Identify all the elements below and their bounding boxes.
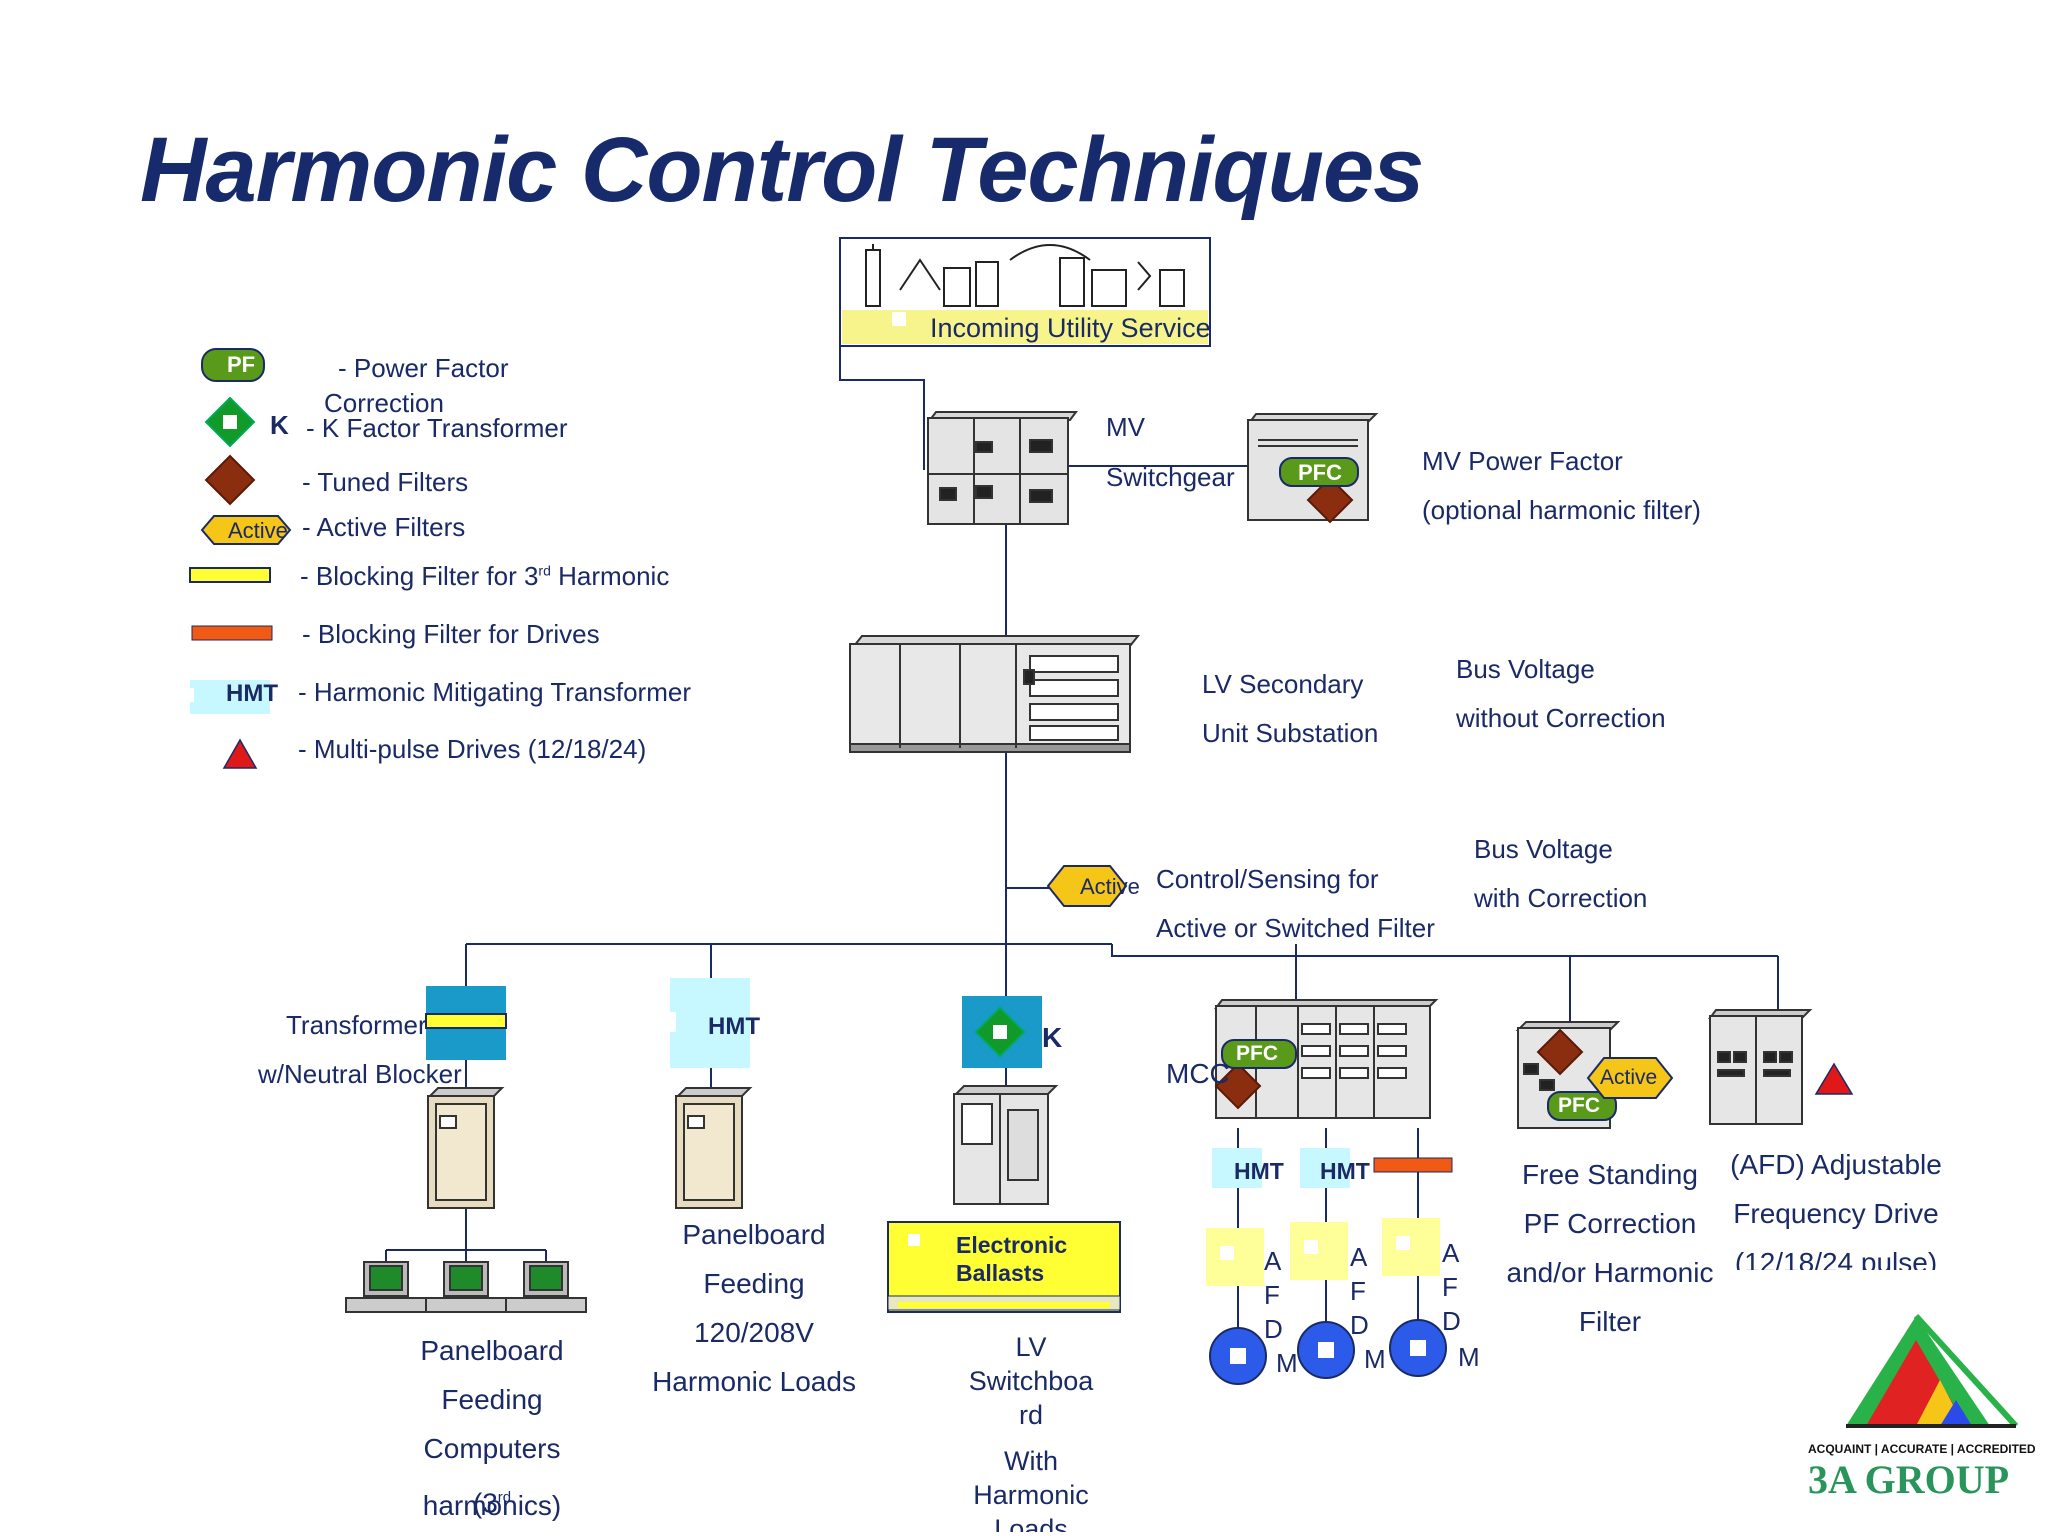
legend-active-icon-text: Active bbox=[228, 518, 288, 543]
afd-box-2 bbox=[1290, 1222, 1348, 1280]
mv-switchgear-cabinet bbox=[927, 411, 1078, 525]
panel-harmonic-label: Panelboard Feeding 120/208V Harmonic Loa… bbox=[652, 1219, 856, 1397]
afd-cabinet bbox=[1708, 1009, 1813, 1125]
page-title: Harmonic Control Techniques bbox=[140, 119, 1424, 221]
bus-without-label-2: without Correction bbox=[1456, 703, 1666, 733]
mcc-blocking-filter-drives bbox=[1373, 1157, 1453, 1173]
control-label-2: Active or Switched Filter bbox=[1156, 913, 1435, 943]
afd-label: (AFD) Adjustable Frequency Drive (12/18/… bbox=[1730, 1149, 1942, 1270]
panel-computers-label: Panelboard Feeding Computers (3rd bbox=[420, 1335, 564, 1519]
bus-without-label-1: Bus Voltage bbox=[1456, 654, 1595, 684]
afd-box-3 bbox=[1382, 1218, 1440, 1276]
substation-skyline-icon bbox=[865, 244, 1185, 307]
control-active-badge-text: Active bbox=[1080, 874, 1140, 899]
utility-label: Incoming Utility Service bbox=[930, 313, 1211, 343]
legend-k-icon-text: K bbox=[270, 410, 289, 440]
bus-extension bbox=[1111, 944, 1778, 957]
legend-blocking3-label: - Blocking Filter for 3rd Harmonic bbox=[300, 561, 670, 591]
afd-box-1 bbox=[1206, 1228, 1264, 1286]
mcc-cabinet bbox=[1214, 999, 1439, 1119]
multipulse-drive-triangle bbox=[1814, 1062, 1854, 1095]
panelboard-cabinet-1 bbox=[427, 1087, 505, 1209]
lv-substation-label-1: LV Secondary bbox=[1202, 669, 1364, 699]
legend-active-label: - Active Filters bbox=[302, 512, 466, 542]
control-label-1: Control/Sensing for bbox=[1156, 864, 1379, 894]
k-transformer-box bbox=[962, 996, 1042, 1068]
hmt-branch-badge-text: HMT bbox=[708, 1013, 760, 1040]
panel-computers-last-line: harmonics) bbox=[422, 1490, 562, 1521]
mcc-hmt-1-text: HMT bbox=[1234, 1158, 1284, 1184]
free-standing-label: Free Standing PF Correction and/or Harmo… bbox=[1506, 1159, 1714, 1337]
legend-pf-icon-text: PF bbox=[227, 352, 256, 377]
pfc-badges bbox=[1221, 457, 1617, 1121]
hmt-transformer-box bbox=[664, 978, 750, 1068]
mcc-pfc-badge-text: PFC bbox=[1236, 1042, 1278, 1065]
mv-switchgear-label-1: MV bbox=[1106, 412, 1145, 442]
mv-switchgear-label-2: Switchgear bbox=[1106, 462, 1235, 492]
motors bbox=[1209, 1319, 1447, 1385]
neutral-blocker-transformer bbox=[425, 986, 507, 1060]
lv-substation-label-2: Unit Substation bbox=[1202, 718, 1379, 748]
k-branch-badge-text: K bbox=[1042, 1022, 1063, 1053]
electronic-ballasts-box bbox=[887, 1221, 1121, 1313]
logo-name: 3A GROUP bbox=[1808, 1457, 2010, 1502]
legend-blocking-drives-label: - Blocking Filter for Drives bbox=[302, 619, 600, 649]
lv-switchboard-cabinet bbox=[953, 1085, 1059, 1205]
free-standing-active-badge-text: Active bbox=[1600, 1066, 1658, 1089]
ballasts-label-1: Electronic bbox=[956, 1232, 1068, 1258]
utility-service-box bbox=[839, 237, 1211, 347]
mcc-hmt-box-2 bbox=[1300, 1148, 1350, 1188]
computer-workstations bbox=[345, 1261, 587, 1313]
mcc-hmt-2-text: HMT bbox=[1320, 1158, 1370, 1184]
tuned-filter-diamonds bbox=[1214, 476, 1584, 1110]
legend-k-label: - K Factor Transformer bbox=[306, 413, 568, 443]
ballasts-label-2: Ballasts bbox=[956, 1260, 1045, 1286]
legend-pf-label-2: Correction bbox=[324, 388, 444, 418]
motor-label-2: M bbox=[1364, 1344, 1386, 1374]
lv-switchboard-label: LV Switchboa rd With Harmonic Loads bbox=[968, 1332, 1094, 1532]
mcc-hmt-box-1 bbox=[1212, 1148, 1262, 1188]
mv-pfc-badge-text: PFC bbox=[1298, 460, 1342, 485]
bus-with-label-1: Bus Voltage bbox=[1474, 834, 1613, 864]
active-badges bbox=[1046, 865, 1674, 1099]
legend-icons bbox=[186, 348, 292, 769]
legend-multipulse-label: - Multi-pulse Drives (12/18/24) bbox=[298, 734, 647, 764]
motor-label-1: M bbox=[1276, 1348, 1298, 1378]
bus-with-label-2: with Correction bbox=[1474, 883, 1648, 913]
logo-tagline: ACQUAINT | ACCURATE | ACCREDITED bbox=[1808, 1442, 2036, 1456]
mv-pfc-label-2: (optional harmonic filter) bbox=[1422, 495, 1701, 525]
motor-label-3: M bbox=[1458, 1342, 1480, 1372]
transformer-blocker-label-2: w/Neutral Blocker bbox=[258, 1059, 462, 1089]
panelboard-cabinet-2 bbox=[675, 1087, 753, 1209]
mv-pfc-label-1: MV Power Factor bbox=[1422, 446, 1623, 476]
legend-tuned-label: - Tuned Filters bbox=[302, 467, 469, 497]
legend-pf-label: - Power Factor bbox=[338, 353, 509, 383]
mcc-label: MCC bbox=[1166, 1058, 1230, 1089]
lv-substation-cabinet bbox=[849, 635, 1141, 753]
legend-hmt-label: - Harmonic Mitigating Transformer bbox=[298, 677, 691, 707]
transformer-blocker-label-1: Transformer bbox=[286, 1010, 427, 1040]
3a-group-logo bbox=[1846, 1313, 2019, 1429]
free-standing-pfc-badge-text: PFC bbox=[1558, 1094, 1600, 1117]
legend-hmt-icon-text: HMT bbox=[226, 680, 278, 707]
